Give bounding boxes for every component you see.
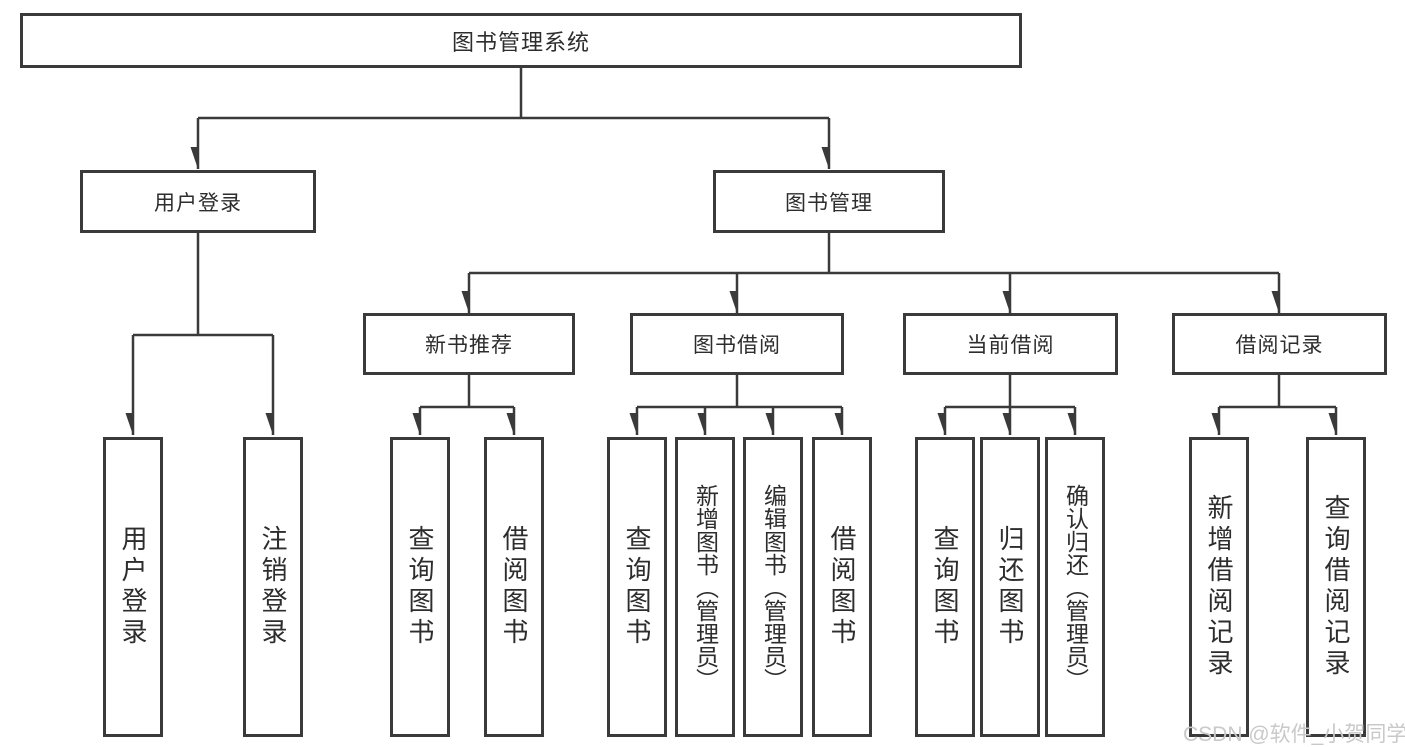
node-label: 确认归还（管理员） xyxy=(1062,483,1089,691)
node-label: 查询借阅记录 xyxy=(1321,494,1351,680)
node-label: 新书推荐 xyxy=(425,334,513,357)
node-label: 借阅图书 xyxy=(499,525,529,649)
leaf-confirm-return-admin: 确认归还（管理员） xyxy=(1045,437,1105,737)
node-label: 新增图书（管理员） xyxy=(692,483,719,691)
node-label: 图书借阅 xyxy=(693,334,781,357)
node-label: 归还图书 xyxy=(995,525,1025,649)
node-label: 查询图书 xyxy=(930,525,960,649)
leaf-borrow-books: 借阅图书 xyxy=(812,437,872,737)
leaf-query-borrow-record: 查询借阅记录 xyxy=(1306,437,1366,737)
leaf-query-books-recommend: 查询图书 xyxy=(390,437,450,737)
node-book-borrow: 图书借阅 xyxy=(630,313,844,375)
node-label: 用户登录 xyxy=(154,191,242,215)
node-user-login: 用户登录 xyxy=(80,170,316,233)
node-label: 图书管理 xyxy=(785,191,873,215)
leaf-user-login: 用户登录 xyxy=(103,437,163,737)
leaf-return-books: 归还图书 xyxy=(980,437,1040,737)
node-label: 注销登录 xyxy=(258,525,288,649)
leaf-add-book-admin: 新增图书（管理员） xyxy=(675,437,735,737)
leaf-logout: 注销登录 xyxy=(243,437,303,737)
node-label: 新增借阅记录 xyxy=(1204,494,1234,680)
node-label: 图书管理系统 xyxy=(451,29,590,55)
node-borrow-records: 借阅记录 xyxy=(1172,313,1387,375)
leaf-add-borrow-record: 新增借阅记录 xyxy=(1189,437,1249,737)
leaf-borrow-books-recommend: 借阅图书 xyxy=(484,437,544,737)
node-current-borrow: 当前借阅 xyxy=(903,313,1118,375)
node-label: 查询图书 xyxy=(622,525,652,649)
node-label: 借阅图书 xyxy=(827,525,857,649)
node-label: 借阅记录 xyxy=(1235,334,1324,357)
leaf-query-books-borrow: 查询图书 xyxy=(607,437,667,737)
node-label: 编辑图书（管理员） xyxy=(760,483,787,691)
node-label: 用户登录 xyxy=(118,525,148,649)
node-label: 查询图书 xyxy=(405,525,435,649)
node-book-management: 图书管理 xyxy=(713,170,945,233)
csdn-watermark: CSDN @软件_小贺同学 xyxy=(1183,723,1405,746)
leaf-query-books-current: 查询图书 xyxy=(915,437,975,737)
leaf-edit-book-admin: 编辑图书（管理员） xyxy=(743,437,803,737)
node-label: 当前借阅 xyxy=(966,334,1055,357)
node-root-system: 图书管理系统 xyxy=(20,13,1022,68)
node-new-book-recommend: 新书推荐 xyxy=(363,313,575,375)
